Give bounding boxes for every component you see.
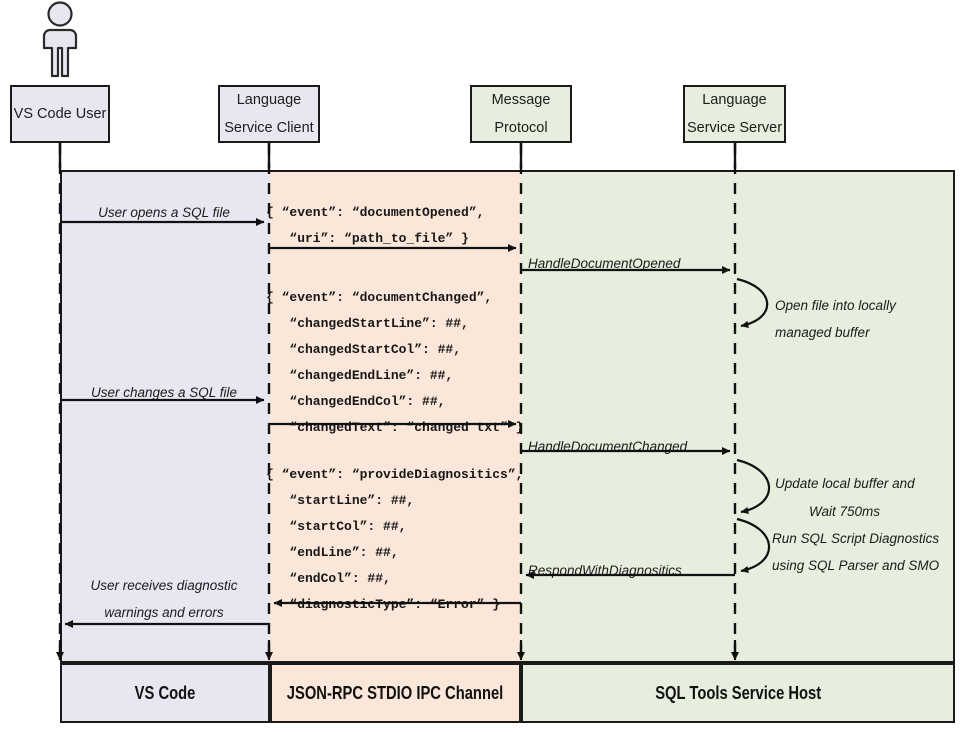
message-label-user-receives-diagnostics-line1: User receives diagnostic (90, 578, 238, 593)
band-jsonrpc (270, 170, 521, 663)
note-run-diagnostics-line1: Run SQL Script Diagnostics (772, 531, 940, 546)
message-label-handle-document-changed: HandleDocumentChanged (528, 439, 688, 454)
payload-document-changed: { “event”: “documentChanged”, “changedSt… (266, 285, 523, 441)
actor-vscode-user-label: VS Code User (13, 105, 107, 122)
note-update-buffer-line1: Update local buffer and (775, 476, 915, 491)
payload-provide-diagnositics-text: { “event”: “provideDiagnositics”, “start… (266, 467, 524, 612)
actor-language-service-server[interactable]: Language Service Server (683, 85, 786, 143)
note-open-file-line2: managed buffer (775, 325, 870, 340)
band-vs-code (60, 170, 270, 663)
message-label-user-changes-sql-file: User changes a SQL file (90, 385, 238, 400)
payload-document-opened: { “event”: “documentOpened”, “uri”: “pat… (266, 200, 484, 252)
lifeline-stubs (58, 143, 737, 168)
payload-document-changed-text: { “event”: “documentChanged”, “changedSt… (266, 290, 524, 435)
actor-language-service-server-label-2: Service Server (686, 120, 783, 136)
note-run-diagnostics-line2: using SQL Parser and SMO (772, 558, 940, 573)
message-label-respond-with-diagnositics: RespondWithDiagnositics (528, 563, 682, 578)
message-label-user-opens-sql-file: User opens a SQL file (98, 205, 230, 220)
actor-language-service-server-label-1: Language (702, 91, 767, 108)
actor-language-service-client[interactable]: Language Service Client (218, 85, 320, 143)
footer-vs-code-label: VS Code (134, 682, 196, 703)
footer-vs-code[interactable]: VS Code (60, 663, 270, 723)
footer-service-host[interactable]: SQL Tools Service Host (521, 663, 955, 723)
actor-message-protocol-label-1: Message (491, 91, 551, 108)
message-label-handle-document-opened: HandleDocumentOpened (528, 256, 681, 271)
actor-language-service-client-label-2: Service Client (224, 120, 314, 136)
payload-document-opened-text: { “event”: “documentOpened”, “uri”: “pat… (266, 205, 485, 246)
actor-vscode-user[interactable]: VS Code User (10, 85, 110, 143)
actor-language-service-client-label-1: Language (236, 91, 302, 108)
footer-jsonrpc[interactable]: JSON-RPC STDIO IPC Channel (270, 663, 521, 723)
footer-jsonrpc-label: JSON-RPC STDIO IPC Channel (287, 682, 504, 703)
note-update-buffer-line2: Wait 750ms (809, 504, 881, 519)
actor-message-protocol[interactable]: Message Protocol (470, 85, 572, 143)
footer-service-host-label: SQL Tools Service Host (655, 682, 821, 703)
actor-message-protocol-label-2: Protocol (494, 120, 548, 136)
band-service-host (521, 170, 955, 663)
note-open-file-line1: Open file into locally (775, 298, 896, 313)
payload-provide-diagnositics: { “event”: “provideDiagnositics”, “start… (266, 462, 523, 618)
actor-person-icon (42, 1, 78, 78)
message-label-user-receives-diagnostics-line2: warnings and errors (104, 605, 224, 620)
